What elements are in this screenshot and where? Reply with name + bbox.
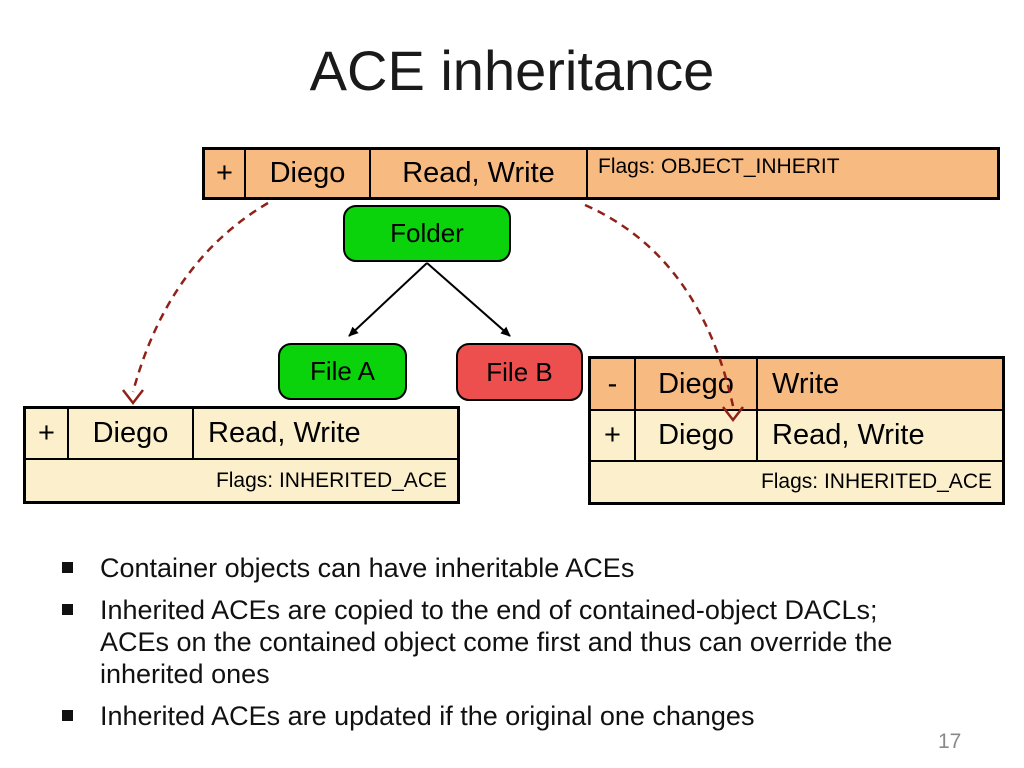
file-a-node: File A [278,343,407,400]
list-item: Container objects can have inheritable A… [60,552,940,584]
table-row: + Diego Read, Write [26,409,457,458]
tree-arrow-file-a [348,262,428,337]
ace-flags-cell: Flags: OBJECT_INHERIT [586,150,997,197]
ace-user-cell: Diego [244,150,369,197]
bullet-text: Inherited ACEs are updated if the origin… [100,701,755,731]
ace-flags-cell: Flags: INHERITED_ACE [26,460,457,501]
bullet-square-icon [62,562,73,573]
ace-rights-cell: Read, Write [192,409,457,458]
ace-rights-cell: Read, Write [369,150,586,197]
ace-user-cell: Diego [67,409,192,458]
file-b-node: File B [456,343,583,401]
page-title: ACE inheritance [309,39,715,102]
ace-user-cell: Diego [634,411,756,460]
ace-flags-cell: Flags: INHERITED_ACE [591,462,1002,502]
table-row: + Diego Read, Write [591,409,1002,460]
ace-sign-cell: + [205,150,244,197]
table-row: Flags: INHERITED_ACE [26,458,457,501]
inheritance-arrow-left [131,201,269,393]
ace-sign-cell: - [591,359,634,409]
file-b-ace-table: - Diego Write + Diego Read, Write Flags:… [588,356,1005,505]
list-item: Inherited ACEs are updated if the origin… [60,700,940,732]
table-row: + Diego Read, Write Flags: OBJECT_INHERI… [205,150,997,197]
bullet-text: Inherited ACEs are copied to the end of … [100,595,893,689]
table-row: - Diego Write [591,359,1002,409]
inheritance-arrowhead-left [122,389,144,406]
bullet-square-icon [62,710,73,721]
ace-user-cell: Diego [634,359,756,409]
page-number: 17 [938,730,962,753]
folder-node: Folder [343,205,511,262]
ace-sign-cell: + [591,411,634,460]
bullet-text: Container objects can have inheritable A… [100,553,635,583]
table-row: Flags: INHERITED_ACE [591,460,1002,502]
bullet-list: Container objects can have inheritable A… [60,552,940,742]
ace-rights-cell: Read, Write [756,411,1002,460]
container-ace-table: + Diego Read, Write Flags: OBJECT_INHERI… [202,147,1000,200]
ace-sign-cell: + [26,409,67,458]
bullet-square-icon [62,604,73,615]
file-a-ace-table: + Diego Read, Write Flags: INHERITED_ACE [23,406,460,504]
tree-arrow-file-b [426,262,511,337]
ace-rights-cell: Write [756,359,1002,409]
list-item: Inherited ACEs are copied to the end of … [60,594,940,690]
